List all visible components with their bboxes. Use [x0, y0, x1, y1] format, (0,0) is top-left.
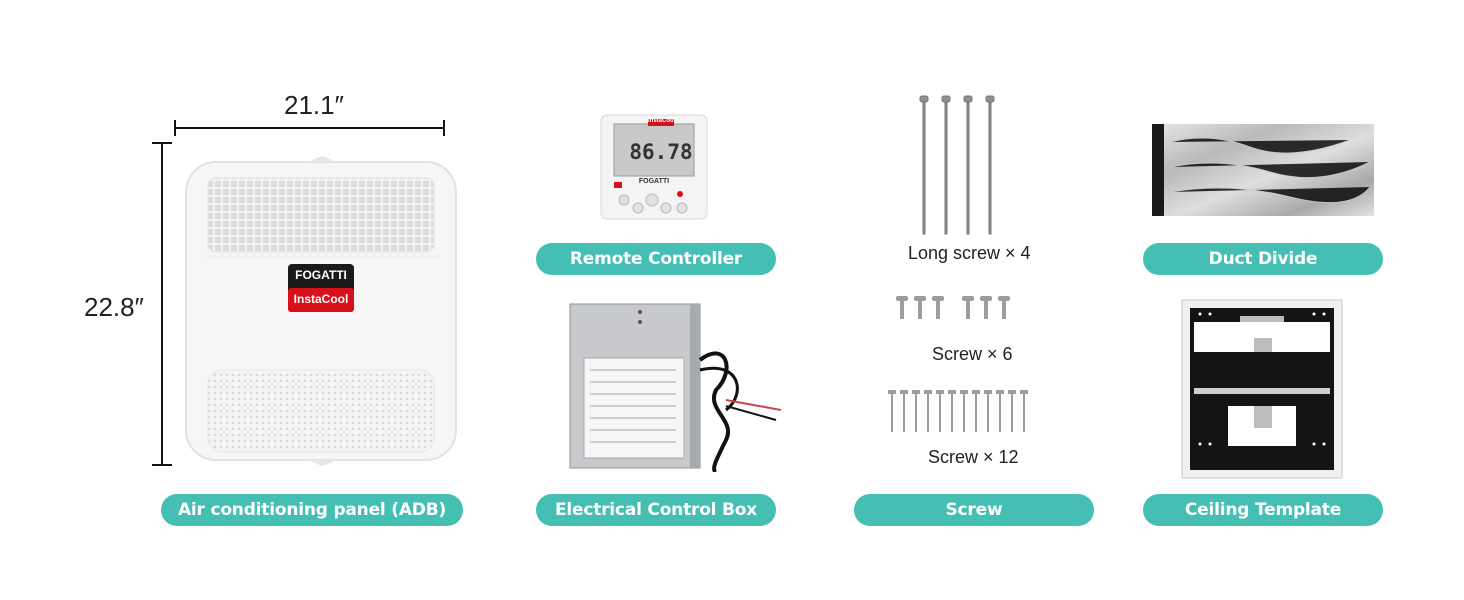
screw-12-caption: Screw × 12 — [928, 447, 1019, 467]
label-remote-controller: Remote Controller — [536, 243, 776, 275]
screw-6-caption: Screw × 6 — [932, 344, 1013, 364]
remote-display-value: 86.78 — [629, 140, 693, 164]
label-duct-divide: Duct Divide — [1143, 243, 1383, 275]
air-conditioning-panel-image — [185, 156, 457, 466]
height-dimension-line — [152, 142, 172, 466]
label-ceiling-template: Ceiling Template — [1143, 494, 1383, 526]
width-dimension-label: 21.1″ — [284, 90, 344, 120]
width-dimension-line — [174, 120, 445, 136]
label-electrical-control-box: Electrical Control Box — [536, 494, 776, 526]
remote-brand-bottom: FOGATTI — [638, 178, 670, 185]
panel-badge-brand: FOGATTI — [295, 268, 347, 282]
long-screw-caption: Long screw × 4 — [908, 243, 1031, 263]
remote-brand-top: InstaCool — [648, 118, 676, 124]
screws-12-image — [888, 390, 1028, 432]
screws-6-image — [896, 296, 1010, 319]
duct-divide-image — [1152, 124, 1374, 216]
panel-badge-product: InstaCool — [293, 292, 349, 306]
ceiling-template-image — [1181, 299, 1343, 479]
electrical-control-box-image — [569, 303, 782, 472]
remote-controller-image — [600, 114, 708, 220]
height-dimension-label: 22.8″ — [84, 292, 144, 322]
label-screw: Screw — [854, 494, 1094, 526]
label-air-conditioning-panel: Air conditioning panel (ADB) — [161, 494, 463, 526]
long-screws-image — [919, 95, 995, 235]
